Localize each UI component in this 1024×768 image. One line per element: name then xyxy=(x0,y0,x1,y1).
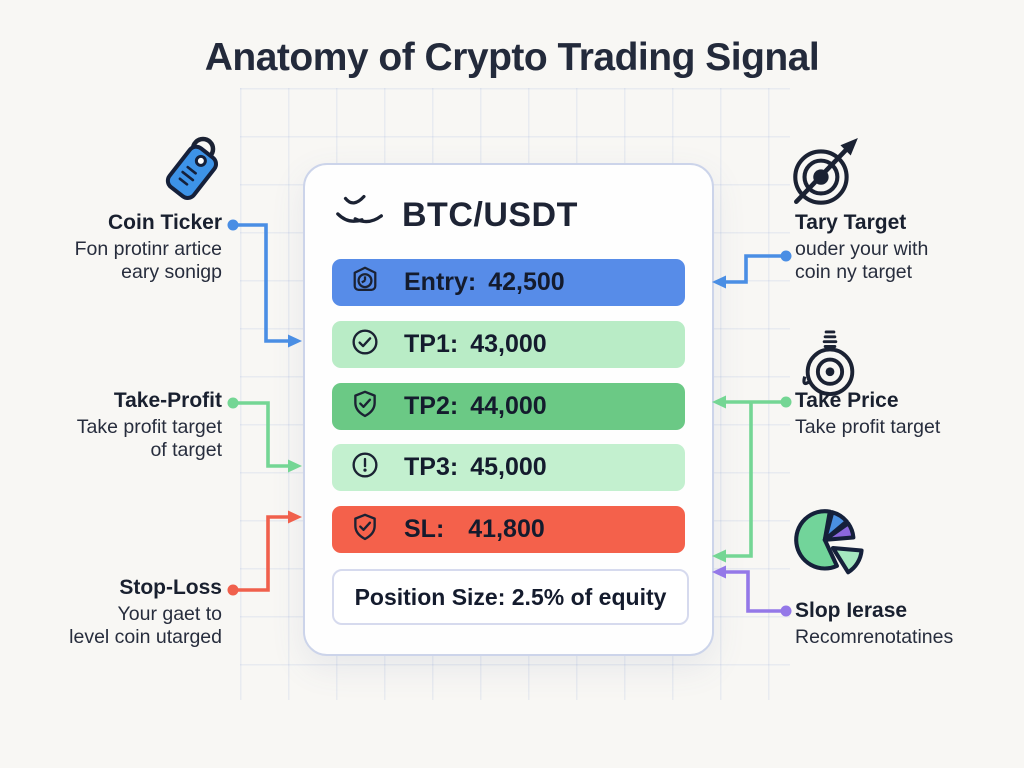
stop-loss-annotation: Stop-Loss Your gaet to level coin utarge… xyxy=(10,576,222,649)
connector-stop-loss xyxy=(227,510,302,596)
gauge-icon xyxy=(797,328,863,403)
coin-ticker-line: eary sonigp xyxy=(121,261,222,283)
stop-loss-title: Stop-Loss xyxy=(119,576,222,599)
tp1-row: TP1:43,000 xyxy=(332,321,685,368)
connector-slop-ierase xyxy=(712,565,792,617)
tary-target-line: coin ny target xyxy=(795,261,913,283)
slop-ierase-line: Recomrenotatines xyxy=(795,626,954,648)
stopwatch-badge-icon xyxy=(350,265,380,300)
page-title: Anatomy of Crypto Trading Signal xyxy=(204,36,820,79)
take-price-title: Take Price xyxy=(795,389,899,412)
take-price-annotation: Take Price Take profit target xyxy=(795,389,1024,439)
tary-target-annotation: Tary Target ouder your with coin ny targ… xyxy=(795,211,1024,284)
shield-check-icon xyxy=(350,389,380,424)
entry-text: Entry:42,500 xyxy=(404,268,565,296)
scribble-icon xyxy=(332,191,390,240)
slop-ierase-annotation: Slop Ierase Recomrenotatines xyxy=(795,599,1024,649)
take-price-line: Take profit target xyxy=(795,416,941,438)
tp3-text: TP3:45,000 xyxy=(404,453,547,481)
shield-check-icon xyxy=(350,512,380,547)
signal-card: BTC/USDT Entry:42,500 xyxy=(303,163,714,656)
take-profit-line: of target xyxy=(150,439,222,461)
price-tag-icon xyxy=(150,132,230,217)
coin-ticker-line: Fon protinr artice xyxy=(74,238,222,260)
connector-take-price xyxy=(712,395,792,563)
take-profit-line: Take profit target xyxy=(76,416,222,438)
target-icon xyxy=(784,136,862,219)
tp3-row: TP3:45,000 xyxy=(332,444,685,491)
stop-loss-line: Your gaet to xyxy=(117,603,222,625)
slop-ierase-title: Slop Ierase xyxy=(795,599,908,622)
stop-loss-line: level coin utarged xyxy=(69,626,222,648)
sl-text: SL:41,800 xyxy=(404,515,545,543)
check-circle-icon xyxy=(350,327,380,362)
card-header: BTC/USDT xyxy=(332,189,685,241)
tary-target-title: Tary Target xyxy=(795,211,907,234)
connector-take-profit xyxy=(227,397,302,473)
coin-ticker-title: Coin Ticker xyxy=(108,211,222,234)
connector-tary-target xyxy=(712,250,792,289)
coin-ticker-annotation: Coin Ticker Fon protinr artice eary soni… xyxy=(10,211,222,284)
tp2-text: TP2:44,000 xyxy=(404,392,547,420)
tp2-row: TP2:44,000 xyxy=(332,383,685,430)
pair-title: BTC/USDT xyxy=(402,195,578,234)
position-size-row: Position Size: 2.5% of equity xyxy=(332,569,689,625)
take-profit-title: Take-Profit xyxy=(113,389,222,412)
entry-row: Entry:42,500 xyxy=(332,259,685,306)
tary-target-line: ouder your with xyxy=(795,238,929,260)
pie-chart-icon xyxy=(790,503,876,594)
alert-circle-icon xyxy=(350,450,380,485)
sl-row: SL:41,800 xyxy=(332,506,685,553)
take-profit-annotation: Take-Profit Take profit target of target xyxy=(10,389,222,462)
connector-coin-ticker xyxy=(227,219,302,348)
tp1-text: TP1:43,000 xyxy=(404,330,547,358)
